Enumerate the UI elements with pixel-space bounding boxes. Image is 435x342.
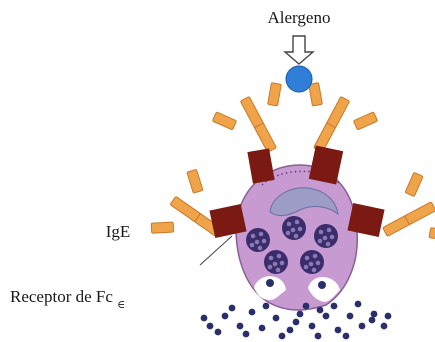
granule bbox=[314, 224, 338, 248]
released-granule bbox=[263, 303, 270, 310]
released-granule bbox=[249, 309, 256, 316]
allergen-molecule bbox=[286, 66, 312, 92]
granule bbox=[264, 250, 288, 274]
released-granule bbox=[243, 331, 250, 338]
released-granule bbox=[343, 333, 350, 340]
released-granule bbox=[355, 301, 362, 308]
fc-receptor-top-right bbox=[309, 145, 343, 184]
released-granule bbox=[331, 303, 338, 310]
granule bbox=[282, 216, 306, 240]
allergen-label: Alergeno bbox=[268, 8, 331, 27]
granule bbox=[246, 228, 270, 252]
released-granule bbox=[293, 319, 300, 326]
released-granule bbox=[279, 333, 286, 340]
released-granule bbox=[229, 305, 236, 312]
receptor-pointer-line bbox=[200, 236, 232, 265]
fc-receptor-top-left bbox=[247, 148, 274, 183]
receptor-label-subscript: ∈ bbox=[117, 299, 125, 311]
released-granule bbox=[297, 311, 304, 318]
released-granule bbox=[237, 323, 244, 330]
released-granule bbox=[259, 325, 266, 332]
released-granule bbox=[303, 303, 310, 310]
released-granule bbox=[369, 317, 376, 324]
released-granule bbox=[215, 329, 222, 336]
released-granule bbox=[335, 327, 342, 334]
receptor-label: Receptor de Fc ∈ bbox=[10, 287, 125, 311]
released-granule bbox=[266, 279, 274, 287]
allergen-arrow bbox=[285, 36, 313, 64]
released-granule bbox=[381, 323, 388, 330]
released-granule bbox=[201, 315, 208, 322]
released-granule bbox=[273, 315, 280, 322]
released-granule bbox=[309, 323, 316, 330]
released-granule bbox=[222, 313, 229, 320]
released-granule bbox=[317, 307, 324, 314]
released-granule bbox=[318, 281, 326, 289]
released-granule bbox=[287, 327, 294, 334]
granule bbox=[300, 250, 324, 274]
released-granule bbox=[323, 313, 330, 320]
released-granule bbox=[371, 311, 378, 318]
receptor-label-text: Receptor de Fc bbox=[10, 287, 113, 306]
released-granule bbox=[315, 333, 322, 340]
released-granule bbox=[385, 313, 392, 320]
released-granule bbox=[359, 323, 366, 330]
ige-label: IgE bbox=[106, 222, 131, 241]
released-granule bbox=[347, 313, 354, 320]
released-granule bbox=[207, 323, 214, 330]
